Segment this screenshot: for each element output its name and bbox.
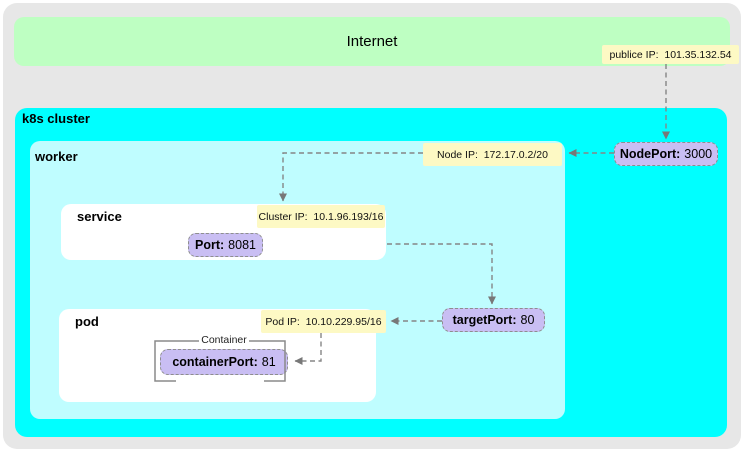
public-ip-tag: publice IP: 101.35.132.54 [602,45,739,64]
cluster-ip-tag: Cluster IP: 10.1.96.193/16 [257,205,385,228]
cluster-ip-text: Cluster IP: 10.1.96.193/16 [258,210,384,223]
pod-ip-tag: Pod IP: 10.10.229.95/16 [261,310,386,333]
pod-ip-text: Pod IP: 10.10.229.95/16 [265,315,382,328]
service-port-chip: Port: 8081 [188,233,263,257]
container-label: Container [201,334,247,346]
nodeport-key: NodePort: [619,147,681,161]
worker-node-label: worker [35,149,78,164]
node-ip-tag: Node IP: 172.17.0.2/20 [423,143,562,166]
nodeport-chip: NodePort: 3000 [614,142,718,166]
nodeport-value: 3000 [684,147,713,161]
k8s-cluster-label: k8s cluster [22,111,90,126]
service-label: service [77,209,122,224]
targetport-value: 80 [520,313,535,327]
pod-label: pod [75,314,99,329]
targetport-key: targetPort: [452,313,517,327]
service-port-key: Port: [195,238,225,252]
node-ip-text: Node IP: 172.17.0.2/20 [437,148,548,161]
containerport-key: containerPort: [172,355,258,369]
containerport-chip: containerPort: 81 [160,349,288,375]
targetport-chip: targetPort: 80 [442,308,545,332]
containerport-value: 81 [261,355,276,369]
internet-label: Internet [346,33,398,50]
service-port-value: 8081 [228,238,256,252]
public-ip-text: publice IP: 101.35.132.54 [609,48,732,61]
